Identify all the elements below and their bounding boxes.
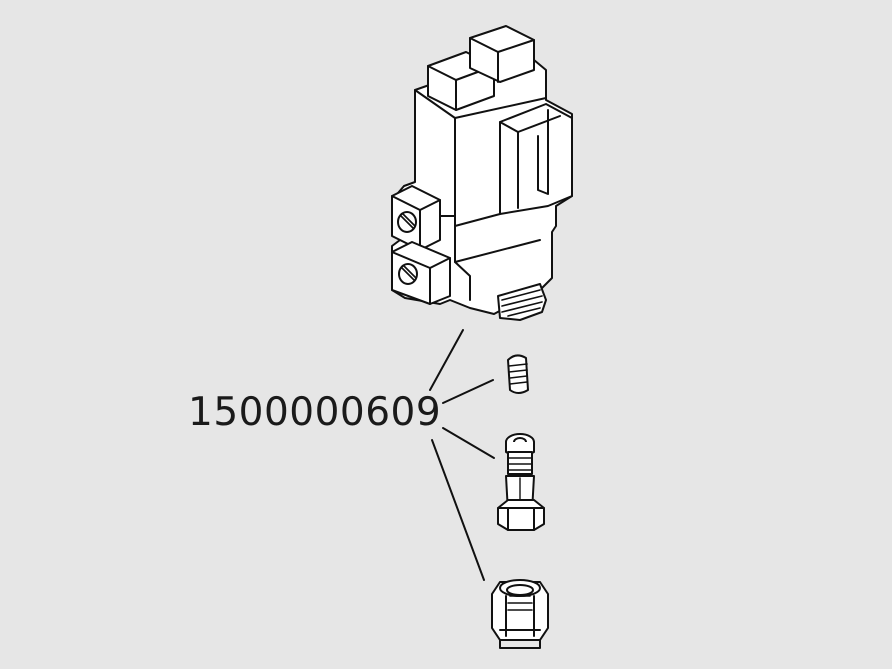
leader-line-spring	[442, 379, 494, 404]
spring	[507, 354, 529, 394]
connector-block-right	[469, 25, 535, 83]
leader-lines	[429, 329, 495, 581]
valve-plunger	[497, 433, 545, 531]
threaded-outlet	[497, 283, 547, 321]
nut-fitting	[491, 579, 549, 649]
leader-line-body	[429, 329, 464, 391]
part-number-label: 1500000609	[188, 390, 442, 435]
valve-body	[391, 25, 573, 321]
leader-line-plunger	[442, 427, 495, 459]
terminal-block-upper	[391, 185, 441, 251]
terminal-block-lower	[391, 241, 451, 305]
side-bracket	[499, 103, 573, 215]
leader-line-nut	[431, 439, 485, 581]
